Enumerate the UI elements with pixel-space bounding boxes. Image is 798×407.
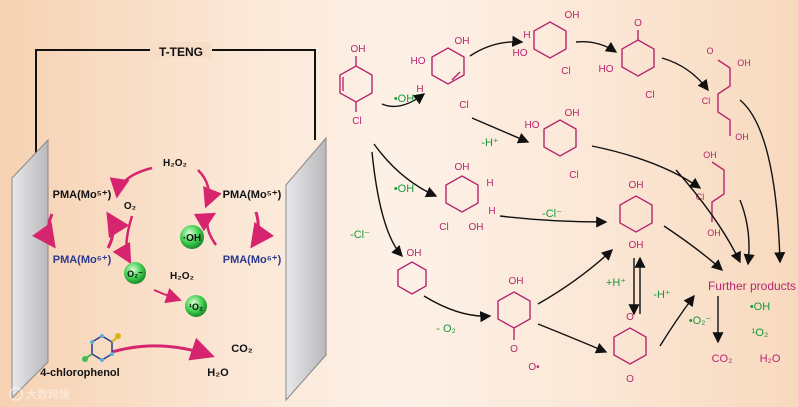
molecule-oh-adduct: OH HO H Cl bbox=[411, 36, 470, 111]
reagent-minus-h-2: -H⁺ bbox=[653, 289, 671, 301]
svg-text:Cl: Cl bbox=[561, 66, 570, 77]
svg-text:O: O bbox=[510, 344, 518, 355]
h2o2-mid-label: H₂O₂ bbox=[170, 271, 194, 282]
molecule-ring-opened-acid: O OH Cl OH bbox=[702, 46, 751, 142]
molecule-chloro-maleic-acid: OH Cl OH bbox=[696, 150, 725, 238]
svg-text:OH: OH bbox=[735, 132, 749, 142]
svg-text:OH: OH bbox=[737, 58, 751, 68]
pma-mo6-right: PMA(Mo⁶⁺) bbox=[223, 254, 282, 266]
final-superoxide: •O₂⁻ bbox=[689, 315, 712, 327]
reagent-minus-cl-a: -Cl⁻ bbox=[542, 208, 562, 220]
molecule-chlorophenol: OH Cl bbox=[339, 44, 373, 127]
final-singlet: ¹O₂ bbox=[752, 327, 769, 339]
substrate-label: 4-chlorophenol bbox=[40, 367, 119, 379]
pma-mo5-right: PMA(Mo⁵⁺) bbox=[223, 189, 282, 201]
reagent-minus-h: -H⁺ bbox=[481, 137, 499, 149]
watermark-text: 大数跨境 bbox=[26, 387, 70, 401]
pma-mo5-left: PMA(Mo⁵⁺) bbox=[53, 189, 112, 201]
svg-text:OH: OH bbox=[455, 162, 470, 173]
reagent-minus-o2: - O₂ bbox=[436, 323, 456, 335]
molecule-phenoxyl-radical: OH bbox=[397, 248, 427, 295]
svg-text:Cl: Cl bbox=[439, 222, 448, 233]
oh-radical-text: ·OH bbox=[183, 233, 201, 244]
svg-text:H: H bbox=[416, 84, 423, 95]
svg-text:Cl: Cl bbox=[645, 90, 654, 101]
pma-mo6-left: PMA(Mo⁶⁺) bbox=[53, 254, 112, 266]
reagent-oh-1: •OH bbox=[394, 93, 414, 105]
svg-text:Cl: Cl bbox=[459, 100, 468, 111]
svg-text:OH: OH bbox=[703, 150, 717, 160]
svg-text:Cl: Cl bbox=[696, 192, 705, 202]
superoxide-ball: O₂⁻ bbox=[124, 262, 146, 284]
molecule-benzoquinone: O O bbox=[613, 312, 647, 385]
teng-title: T-TENG bbox=[159, 45, 203, 59]
further-products-label: Further products bbox=[708, 279, 796, 293]
svg-text:HO: HO bbox=[599, 64, 614, 75]
svg-text:OH: OH bbox=[707, 228, 721, 238]
svg-text:OH: OH bbox=[629, 180, 644, 191]
redox-cycle-arrows bbox=[32, 166, 274, 361]
label-oh: OH bbox=[351, 44, 366, 55]
svg-text:OH: OH bbox=[509, 276, 524, 287]
svg-text:OH: OH bbox=[565, 108, 580, 119]
right-electrode-plate bbox=[285, 136, 327, 402]
molecule-dihydroxy-radical: OH H HO Cl bbox=[513, 10, 580, 77]
final-h2o: H₂O bbox=[760, 353, 781, 365]
svg-text:OH: OH bbox=[565, 10, 580, 21]
molecule-peroxyl-radical: OH O O• bbox=[497, 276, 540, 373]
svg-text:OH: OH bbox=[455, 36, 470, 47]
superoxide-text: O₂⁻ bbox=[127, 269, 143, 279]
molecule-cyclohexadienyl-adduct: OH H H Cl OH bbox=[439, 162, 495, 233]
svg-text:HO: HO bbox=[513, 48, 528, 59]
svg-text:OH: OH bbox=[629, 240, 644, 251]
svg-text:Cl: Cl bbox=[702, 96, 711, 106]
co2-label: CO₂ bbox=[231, 343, 253, 355]
svg-text:Cl: Cl bbox=[569, 170, 578, 181]
watermark: 大数跨境 bbox=[9, 387, 70, 401]
label-cl: Cl bbox=[352, 116, 361, 127]
h2o2-top-label: H₂O₂ bbox=[163, 158, 187, 169]
oh-radical-ball: ·OH bbox=[180, 225, 204, 249]
teng-circuit: T-TENG bbox=[35, 42, 316, 163]
svg-text:OH: OH bbox=[407, 248, 422, 259]
svg-text:O: O bbox=[634, 18, 642, 29]
o2-label: O₂ bbox=[124, 201, 136, 212]
final-co2: CO₂ bbox=[712, 353, 733, 365]
svg-text:H: H bbox=[486, 178, 493, 189]
singlet-oxygen-ball: ¹O₂ bbox=[185, 295, 207, 317]
final-oh: •OH bbox=[750, 301, 770, 313]
left-electrode-plate bbox=[11, 138, 49, 400]
chlorophenol-molecule-icon bbox=[82, 333, 121, 362]
molecule-hydroquinone: OH OH bbox=[619, 180, 653, 251]
molecule-chloro-hydroxy-quinone: O HO Cl bbox=[599, 18, 655, 101]
svg-text:O: O bbox=[706, 46, 713, 56]
h2o-label: H₂O bbox=[207, 367, 229, 379]
svg-text:O: O bbox=[626, 374, 634, 385]
singlet-oxygen-text: ¹O₂ bbox=[189, 302, 203, 312]
reagent-oh-2: •OH bbox=[394, 183, 414, 195]
svg-text:H: H bbox=[488, 206, 495, 217]
svg-text:H: H bbox=[523, 30, 530, 41]
svg-text:OH: OH bbox=[469, 222, 484, 233]
reagent-minus-cl-b: -Cl⁻ bbox=[350, 229, 370, 241]
svg-text:O: O bbox=[626, 312, 634, 323]
svg-text:O•: O• bbox=[528, 362, 540, 373]
molecule-chlorocatechol: HO OH Cl bbox=[525, 108, 580, 181]
svg-text:HO: HO bbox=[411, 56, 426, 67]
reaction-arrows bbox=[371, 35, 786, 354]
svg-text:HO: HO bbox=[525, 120, 540, 131]
reagent-plus-h: +H⁺ bbox=[606, 277, 626, 289]
